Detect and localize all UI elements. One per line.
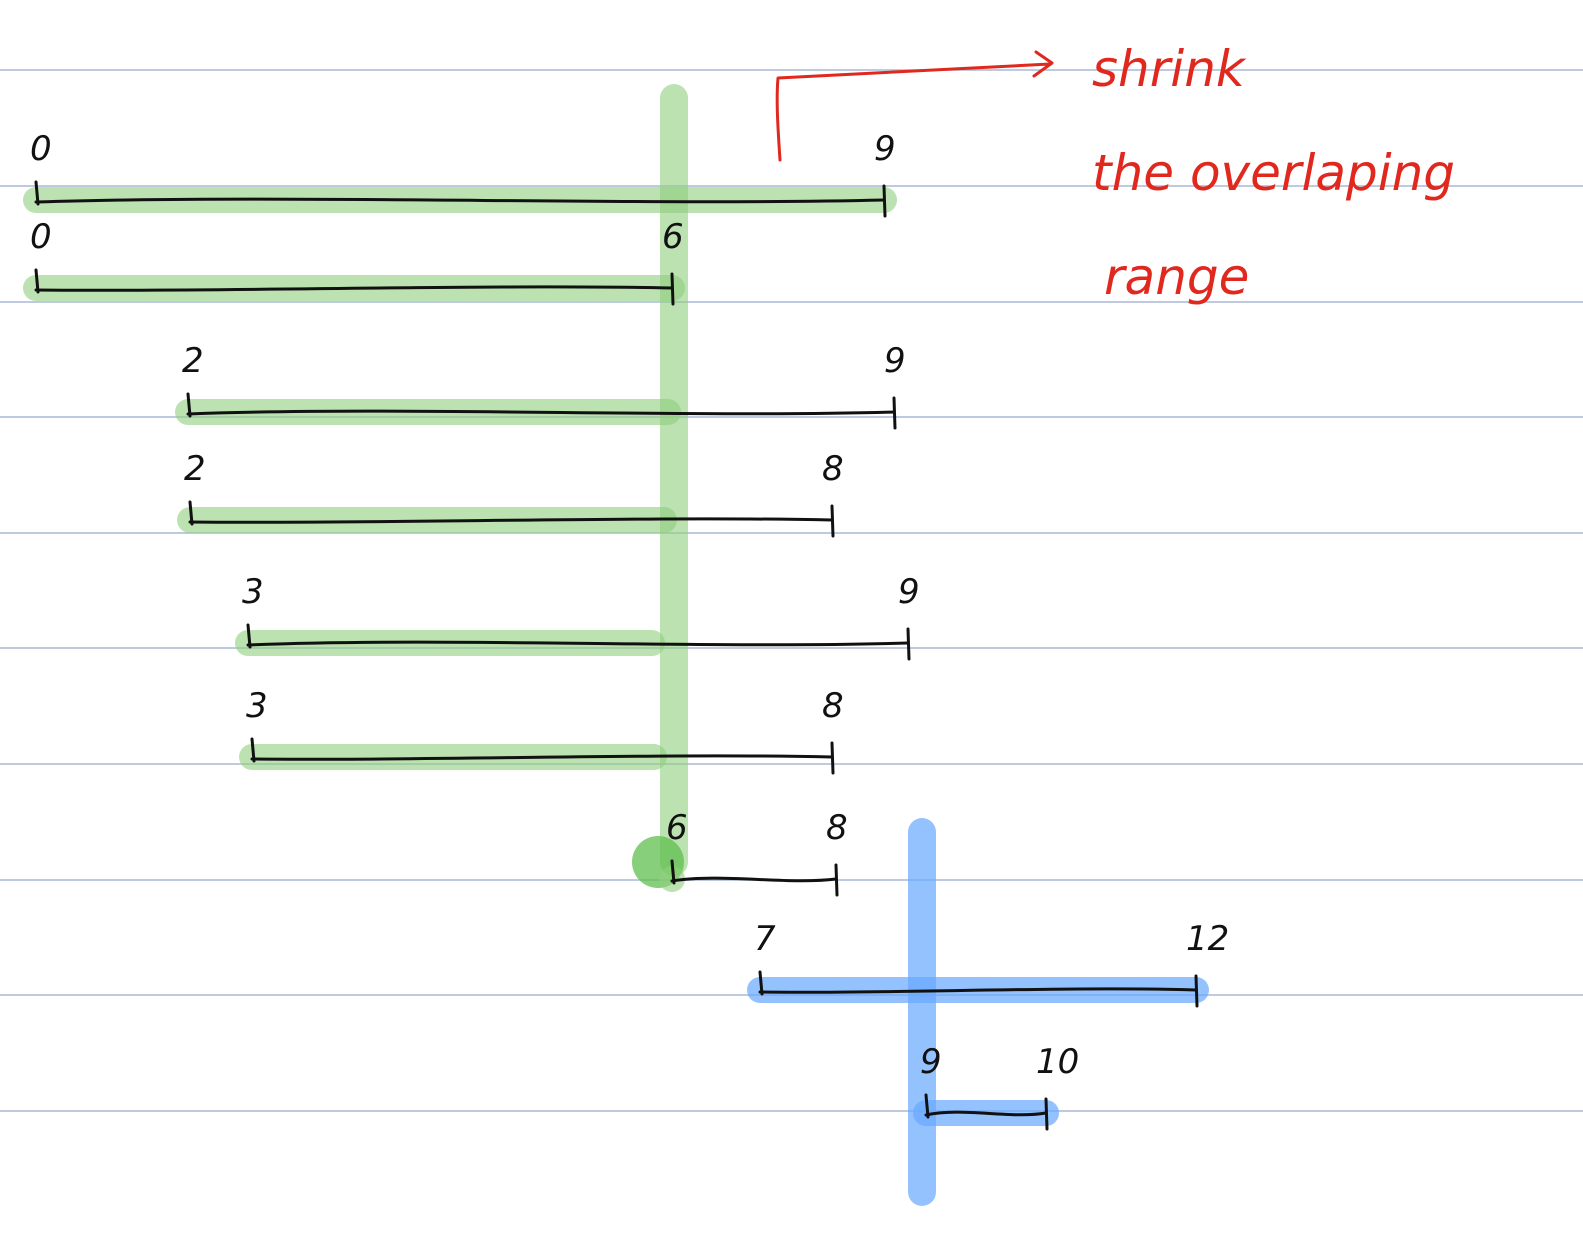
interval-start-label: 9	[920, 1042, 942, 1082]
interval-line	[250, 754, 834, 761]
endpoint-labels: 0 9 0 6 2 9 2 8 3 9 3 8 6 8 7 12 9 10	[30, 129, 1229, 1082]
interval-end-tick	[906, 627, 911, 661]
interval-end-tick	[670, 272, 675, 306]
interval-end-label: 8	[826, 808, 848, 848]
interval-start-tick	[34, 268, 40, 294]
interval-start-label: 7	[754, 919, 776, 959]
interval-start-tick	[188, 500, 194, 526]
interval-start-tick	[924, 1093, 930, 1119]
interval-line	[34, 285, 674, 292]
interval-line	[758, 987, 1198, 994]
interval-line	[186, 409, 896, 416]
interval-start-label: 0	[30, 217, 52, 257]
interval-start-tick	[758, 970, 764, 996]
interval-end-tick	[1194, 974, 1199, 1008]
interval-end-label: 9	[874, 129, 896, 169]
interval-start-tick	[250, 737, 256, 763]
interval-start-label: 3	[246, 686, 268, 726]
interval-line	[246, 640, 910, 647]
interval-line	[924, 1110, 1048, 1117]
interval-end-label: 9	[898, 572, 920, 612]
interval-end-tick	[834, 863, 839, 897]
interval-start-tick	[186, 392, 192, 418]
annotation: shrink the overlaping range	[775, 40, 1455, 306]
interval-end-label: 12	[1186, 919, 1229, 959]
interval-start-tick	[246, 623, 252, 649]
interval-start-label: 2	[182, 341, 204, 381]
interval-end-label: 8	[822, 686, 844, 726]
interval-end-tick	[882, 184, 887, 218]
interval-end-tick	[830, 741, 835, 775]
interval-end-tick	[892, 396, 897, 430]
interval-line	[188, 517, 834, 524]
annotation-line-3: range	[1104, 248, 1249, 306]
interval-end-label: 6	[662, 217, 684, 257]
annotation-arrow	[775, 50, 1054, 162]
interval-start-tick	[670, 859, 676, 885]
interval-start-label: 0	[30, 129, 52, 169]
interval-start-tick	[34, 180, 40, 206]
interval-end-tick	[830, 504, 835, 538]
ruled-lines	[0, 69, 1583, 1112]
interval-start-label: 3	[242, 572, 264, 612]
interval-end-label: 9	[884, 341, 906, 381]
interval-end-tick	[1044, 1097, 1049, 1131]
interval-start-label: 6	[666, 808, 688, 848]
annotation-line-2: the overlaping	[1092, 144, 1455, 202]
annotation-line-1: shrink	[1092, 40, 1247, 98]
interval-start-label: 2	[184, 449, 206, 489]
interval-end-label: 10	[1036, 1042, 1079, 1082]
interval-lines	[34, 180, 1199, 1131]
interval-line	[34, 197, 886, 204]
interval-end-label: 8	[822, 449, 844, 489]
interval-line	[670, 876, 838, 883]
